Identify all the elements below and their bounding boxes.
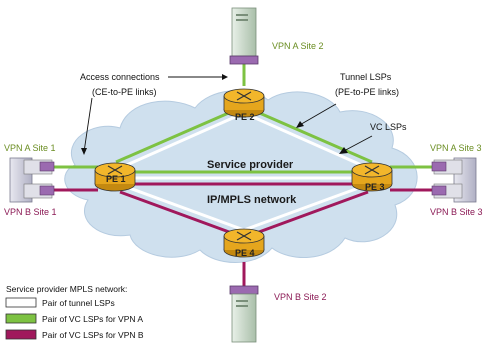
vpn-b-site2-label: VPN B Site 2: [274, 292, 327, 302]
link-pe1-pe2: [115, 106, 245, 170]
legend-swatch-tunnel: [5, 297, 37, 308]
pe4-label: PE 4: [235, 248, 255, 258]
router-pe1: PE 1: [94, 162, 136, 192]
router-pe4: PE 4: [223, 228, 265, 258]
link-pe1-pe3: [128, 170, 360, 186]
pe1-label: PE 1: [106, 174, 126, 184]
legend-swatch-vpn-a: [5, 313, 37, 324]
tunnel-lsps-label: Tunnel LSPs: [340, 72, 392, 82]
lsp-links: [115, 106, 373, 238]
link-pe4-pe3: [243, 184, 369, 238]
access-links: [52, 62, 440, 290]
vc-arrow: [341, 135, 373, 153]
legend: Service provider MPLS network: Pair of t…: [5, 284, 144, 340]
link-pe2-pe3: [243, 106, 373, 170]
legend-swatch-vpn-b: [5, 329, 37, 340]
cloud-label-line2: IP/MPLS network: [207, 194, 297, 206]
legend-title: Service provider MPLS network:: [6, 284, 127, 294]
tunnel-arrow: [297, 103, 337, 127]
legend-item-vpn-a: Pair of VC LSPs for VPN A: [42, 314, 143, 324]
server-site3: [431, 157, 477, 203]
access-connections-sublabel: (CE-to-PE links): [92, 87, 157, 97]
vpn-a-site1-label: VPN A Site 1: [4, 143, 56, 153]
vpn-b-site3-label: VPN B Site 3: [430, 207, 483, 217]
vc-lsps-label: VC LSPs: [370, 122, 407, 132]
pe3-label: PE 3: [365, 182, 385, 192]
access-arrow-down: [83, 97, 93, 153]
legend-item-tunnel: Pair of tunnel LSPs: [42, 298, 115, 308]
access-connections-label: Access connections: [80, 72, 160, 82]
vpn-b-site1-label: VPN B Site 1: [4, 207, 57, 217]
server-vpn-a-site2: [229, 7, 259, 65]
legend-item-vpn-b: Pair of VC LSPs for VPN B: [42, 330, 144, 340]
server-vpn-b-site2: [229, 285, 259, 343]
pe2-label: PE 2: [235, 112, 255, 122]
router-pe2: PE 2: [223, 88, 265, 122]
vpn-a-site2-label: VPN A Site 2: [272, 41, 324, 51]
link-pe1-pe4: [119, 184, 245, 238]
cloud-label-line1: Service provider: [207, 159, 294, 171]
tunnel-lsps-sublabel: (PE-to-PE links): [335, 87, 399, 97]
router-pe3: PE 3: [351, 162, 393, 192]
vpn-a-site3-label: VPN A Site 3: [430, 143, 482, 153]
server-site1: [9, 157, 55, 203]
